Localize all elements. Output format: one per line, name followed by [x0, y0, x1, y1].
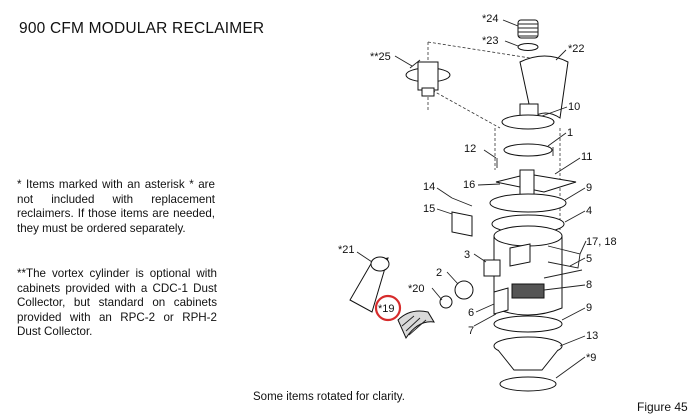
part-13-hopper — [493, 336, 563, 371]
part-20-clamp — [439, 295, 453, 309]
figure-number: Figure 45 — [637, 400, 688, 414]
assembly-guide-top — [427, 41, 531, 129]
callout-25: **25 — [370, 51, 391, 63]
callout-8: 8 — [586, 279, 592, 291]
part-21-inlet-adapter — [349, 256, 390, 313]
callout-2: 2 — [436, 267, 442, 279]
part-25-valve — [405, 59, 451, 97]
part-5-bracket — [543, 269, 583, 279]
callout-19: *19 — [378, 303, 395, 315]
callout-22: *22 — [568, 43, 585, 55]
part-9-gasket-bottom — [499, 376, 557, 392]
callout-21: *21 — [338, 244, 355, 256]
callout-13: 13 — [586, 330, 598, 342]
asterisk-note: * Items marked with an asterisk * are no… — [17, 178, 215, 235]
part-1-gasket — [503, 143, 553, 157]
part-2-coupling — [454, 280, 474, 300]
callout-16: 16 — [463, 179, 475, 191]
part-10-top-housing — [501, 103, 555, 130]
part-19-highlight-circle — [374, 294, 402, 322]
part-24-spring — [517, 19, 539, 39]
callout-24: *24 — [482, 13, 499, 25]
callout-17-18: 17, 18 — [586, 236, 617, 248]
part-16-plate — [495, 169, 577, 199]
part-9-gasket-upper — [489, 193, 567, 213]
callout-20: *20 — [408, 283, 425, 295]
callout-9-bottom: *9 — [586, 352, 596, 364]
vortex-cylinder-note: **The vortex cylinder is optional with c… — [17, 267, 217, 339]
leader-lines — [356, 19, 587, 379]
part-15-panel — [451, 211, 473, 237]
callout-10: 10 — [568, 101, 580, 113]
diagram-caption: Some items rotated for clarity. — [253, 391, 405, 403]
part-19-hose — [397, 310, 435, 340]
callout-11: 11 — [581, 151, 592, 163]
callout-12: 12 — [464, 143, 476, 155]
callout-9-upper: 9 — [586, 182, 592, 194]
callout-23: *23 — [482, 35, 499, 47]
callout-14: 14 — [423, 181, 435, 193]
callout-6: 6 — [468, 307, 474, 319]
callout-15: 15 — [423, 203, 435, 215]
callout-4: 4 — [586, 205, 592, 217]
part-9-gasket-mid — [493, 315, 563, 333]
callout-3: 3 — [464, 249, 470, 261]
callout-5: 5 — [586, 253, 592, 265]
part-6-door — [493, 287, 509, 315]
callout-1: 1 — [567, 127, 573, 139]
part-3-flange — [483, 259, 501, 277]
part-14-bar — [451, 197, 473, 207]
callout-9-mid: 9 — [586, 302, 592, 314]
page-title: 900 CFM MODULAR RECLAIMER — [19, 20, 265, 37]
callout-7: 7 — [468, 325, 474, 337]
part-23-ring — [517, 43, 539, 51]
part-8-filter — [511, 283, 545, 299]
